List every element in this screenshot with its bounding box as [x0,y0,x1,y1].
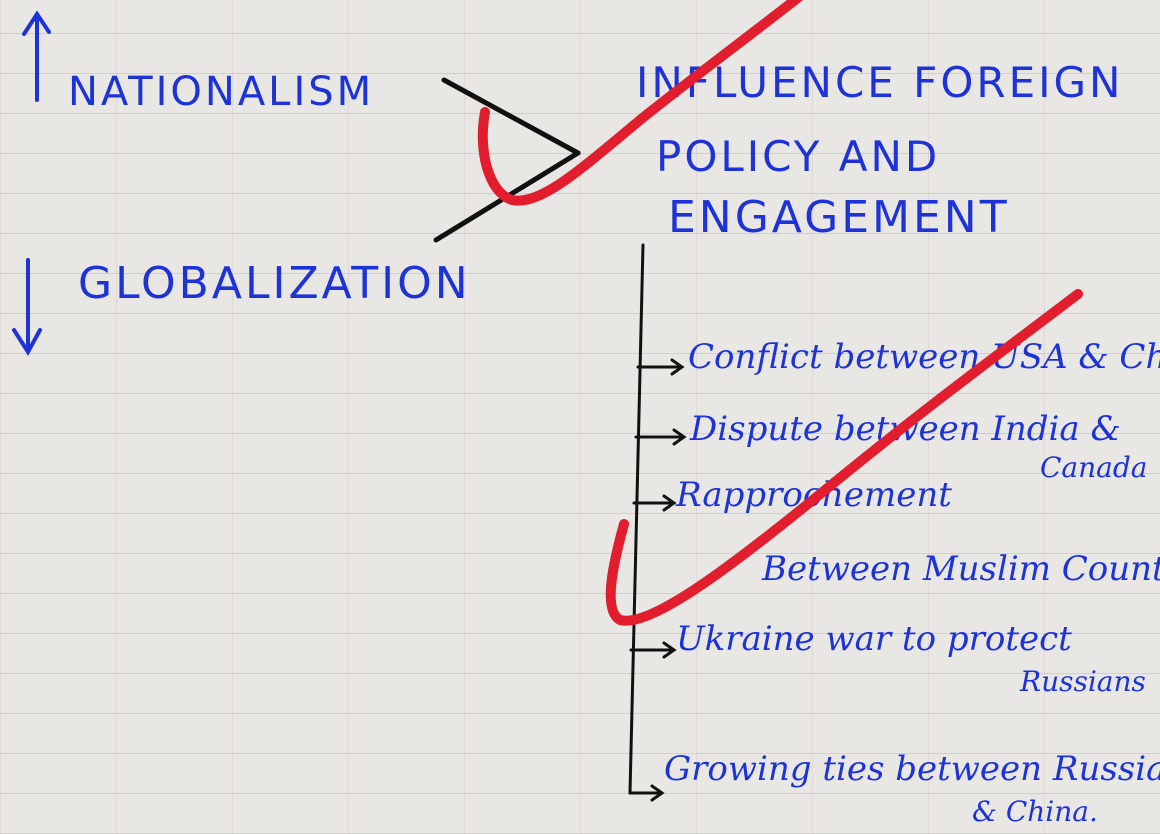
down-arrow-icon [12,258,42,356]
list-item-3-cont: Between Muslim Countr [762,549,1160,589]
list-item-2-cont: Canada [1040,451,1148,484]
list-item-4: Ukraine war to protect [676,619,1072,659]
nationalism-label: NATIONALISM [68,69,375,115]
red-check-mark-top [477,0,804,206]
list-item-5: Growing ties between Russia [664,749,1160,789]
heading-line-3: ENGAGEMENT [668,192,1010,243]
heading-line-2: POLICY AND [656,132,941,181]
red-check-mark-bottom [605,289,1083,626]
up-arrow-icon [22,10,51,102]
branch-tree [628,243,687,802]
list-item-5-cont: & China. [972,795,1098,828]
list-item-4-cont: Russians [1020,665,1146,698]
heading-line-1: INFLUENCE FOREIGN [636,58,1124,107]
globalization-label: GLOBALIZATION [78,258,471,309]
list-item-1: Conflict between USA & Ch [688,337,1160,377]
